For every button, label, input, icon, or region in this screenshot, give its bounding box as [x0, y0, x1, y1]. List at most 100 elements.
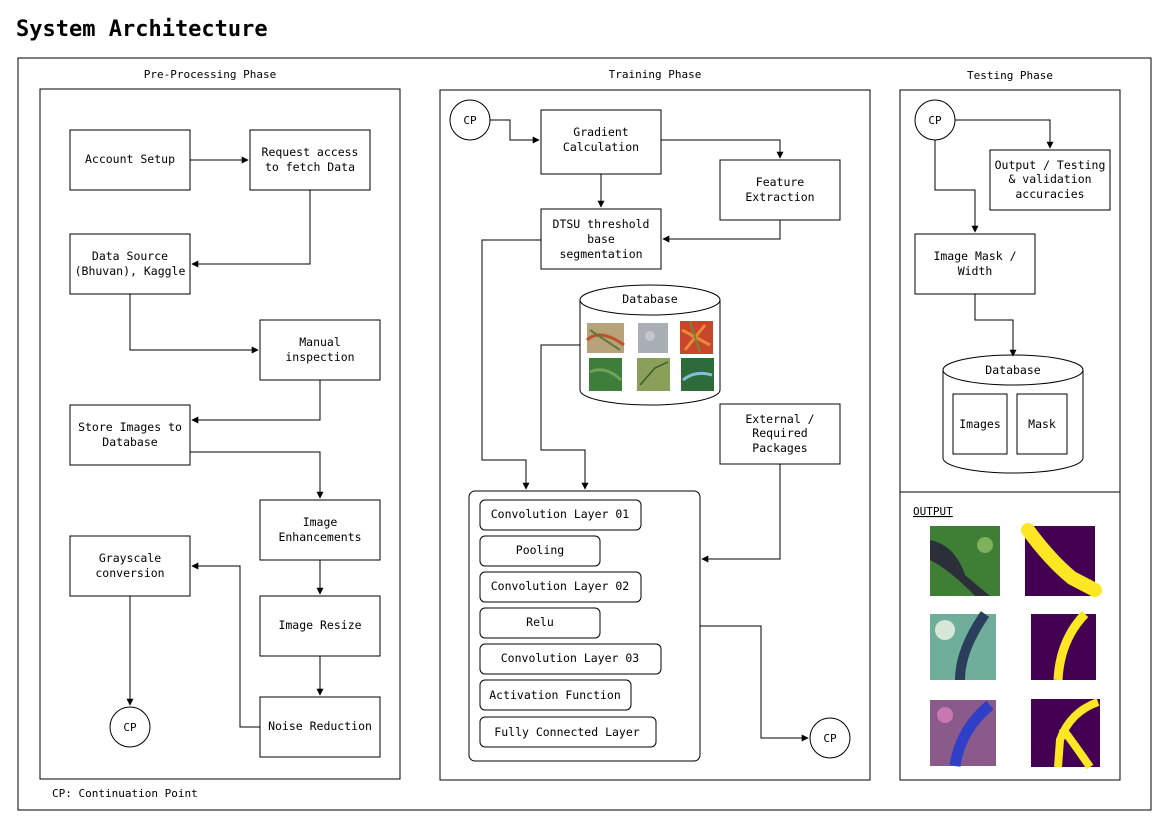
svg-text:Manual: Manual [299, 335, 341, 349]
cp-legend: CP: Continuation Point [52, 787, 198, 800]
arrow-packages-to-cnn [701, 464, 781, 563]
svg-text:Database: Database [985, 363, 1040, 377]
svg-text:Request access: Request access [262, 145, 359, 159]
svg-text:Convolution Layer 02: Convolution Layer 02 [491, 579, 629, 593]
svg-text:Image Resize: Image Resize [278, 618, 361, 632]
train-cp-circle: CP [449, 99, 491, 141]
account-setup-box: Account Setup [69, 129, 191, 191]
arrow-database-to-cnn [540, 344, 589, 490]
output-mask-1 [1021, 523, 1102, 597]
svg-text:CP: CP [823, 732, 837, 745]
svg-text:Images: Images [959, 417, 1001, 431]
arrow-store-to-enhance [190, 451, 324, 499]
pre-cp-circle: CP [109, 706, 151, 748]
arrow-cp-to-gradient [490, 119, 540, 144]
output-label: OUTPUT [913, 505, 953, 518]
arrow-cp-to-output [955, 119, 1054, 149]
svg-text:CP: CP [463, 114, 477, 127]
svg-text:Store Images to: Store Images to [78, 420, 182, 434]
thumb-green-2 [637, 358, 670, 391]
svg-text:Output / Testing: Output / Testing [995, 158, 1106, 172]
output-mask-3 [1031, 698, 1100, 770]
feature-extraction-box: Feature Extraction [719, 159, 841, 221]
layer-relu: Relu [479, 607, 601, 639]
svg-text:segmentation: segmentation [559, 247, 642, 261]
request-access-box: Request access to fetch Data [249, 129, 371, 191]
arrow-noise-to-grayscale [191, 562, 260, 728]
outer-frame [17, 57, 1152, 811]
svg-text:CP: CP [123, 721, 137, 734]
arrow-cp-to-imagemask [934, 140, 979, 233]
pre-processing-phase-label: Pre-Processing Phase [144, 68, 276, 81]
svg-text:Database: Database [622, 292, 677, 306]
svg-text:DTSU threshold: DTSU threshold [553, 217, 650, 231]
external-packages-box: External / Required Packages [719, 403, 841, 465]
arrow-manual-to-store [191, 380, 321, 424]
svg-text:Data Source: Data Source [92, 249, 168, 263]
output-mask-2 [1031, 610, 1096, 681]
noise-reduction-box: Noise Reduction [259, 696, 381, 758]
grayscale-conversion-box: Grayscale conversion [69, 535, 191, 597]
svg-text:Enhancements: Enhancements [278, 530, 361, 544]
pre-processing-frame [39, 88, 401, 780]
svg-text:Gradient: Gradient [573, 125, 628, 139]
svg-text:Extraction: Extraction [745, 190, 814, 204]
svg-text:Grayscale: Grayscale [99, 551, 161, 565]
svg-text:accuracies: accuracies [1015, 187, 1084, 201]
arrow-feature-to-dtsu [662, 220, 781, 243]
svg-text:Fully Connected Layer: Fully Connected Layer [494, 725, 639, 739]
svg-text:Calculation: Calculation [563, 140, 639, 154]
data-source-box: Data Source (Bhuvan), Kaggle [69, 233, 191, 295]
svg-text:Width: Width [958, 264, 993, 278]
training-frame [439, 89, 871, 781]
svg-text:Convolution Layer 03: Convolution Layer 03 [501, 651, 640, 665]
arrow-request-to-datasource [191, 190, 311, 268]
gradient-calculation-box: Gradient Calculation [540, 109, 662, 175]
layer-convolution-01: Convolution Layer 01 [479, 499, 642, 531]
svg-text:Required: Required [752, 426, 807, 440]
svg-text:Database: Database [102, 435, 157, 449]
diagram-title: System Architecture [16, 17, 268, 42]
svg-text:Image: Image [303, 515, 338, 529]
thumb-green-3 [681, 358, 714, 391]
svg-text:& validation: & validation [1008, 172, 1091, 186]
test-cp-circle: CP [914, 99, 956, 141]
store-images-box: Store Images to Database [69, 404, 191, 466]
output-testing-box: Output / Testing & validation accuracies [989, 149, 1111, 211]
svg-text:Pooling: Pooling [516, 543, 564, 557]
svg-text:Feature: Feature [756, 175, 805, 189]
arrow-cnn-to-cp [700, 625, 809, 742]
svg-text:Relu: Relu [526, 615, 554, 629]
arrow-gradient-to-feature [661, 139, 784, 159]
train-out-cp-circle: CP [809, 717, 851, 759]
svg-text:Noise Reduction: Noise Reduction [268, 719, 372, 733]
layer-convolution-02: Convolution Layer 02 [479, 571, 642, 603]
svg-text:(Bhuvan), Kaggle: (Bhuvan), Kaggle [75, 264, 186, 278]
output-image-2 [930, 611, 996, 681]
arrow-datasource-to-manual [129, 294, 259, 354]
svg-text:Packages: Packages [752, 441, 807, 455]
svg-text:Mask: Mask [1028, 417, 1056, 431]
manual-inspection-box: Manual inspection [259, 319, 381, 381]
testing-phase-label: Testing Phase [967, 69, 1053, 82]
dtsu-segmentation-box: DTSU threshold base segmentation [540, 208, 662, 270]
training-phase-label: Training Phase [609, 68, 702, 81]
arrow-imagemask-to-database [974, 294, 1017, 357]
svg-text:Account Setup: Account Setup [85, 152, 175, 166]
thumb-green-1 [589, 358, 623, 391]
image-resize-box: Image Resize [259, 595, 381, 657]
thumb-gray-1 [638, 323, 668, 353]
svg-text:External /: External / [745, 412, 814, 426]
svg-text:Image Mask /: Image Mask / [933, 249, 1016, 263]
layer-fully-connected: Fully Connected Layer [479, 716, 657, 748]
layer-pooling: Pooling [479, 535, 601, 567]
output-image-1 [930, 526, 1000, 596]
svg-text:Convolution Layer 01: Convolution Layer 01 [491, 507, 630, 521]
layer-activation-function: Activation Function [479, 679, 632, 711]
image-enhancements-box: Image Enhancements [259, 499, 381, 561]
svg-text:Activation Function: Activation Function [489, 688, 621, 702]
mask-box: Mask [1016, 393, 1068, 455]
image-mask-box: Image Mask / Width [914, 233, 1036, 295]
thumb-red-1 [680, 321, 713, 354]
